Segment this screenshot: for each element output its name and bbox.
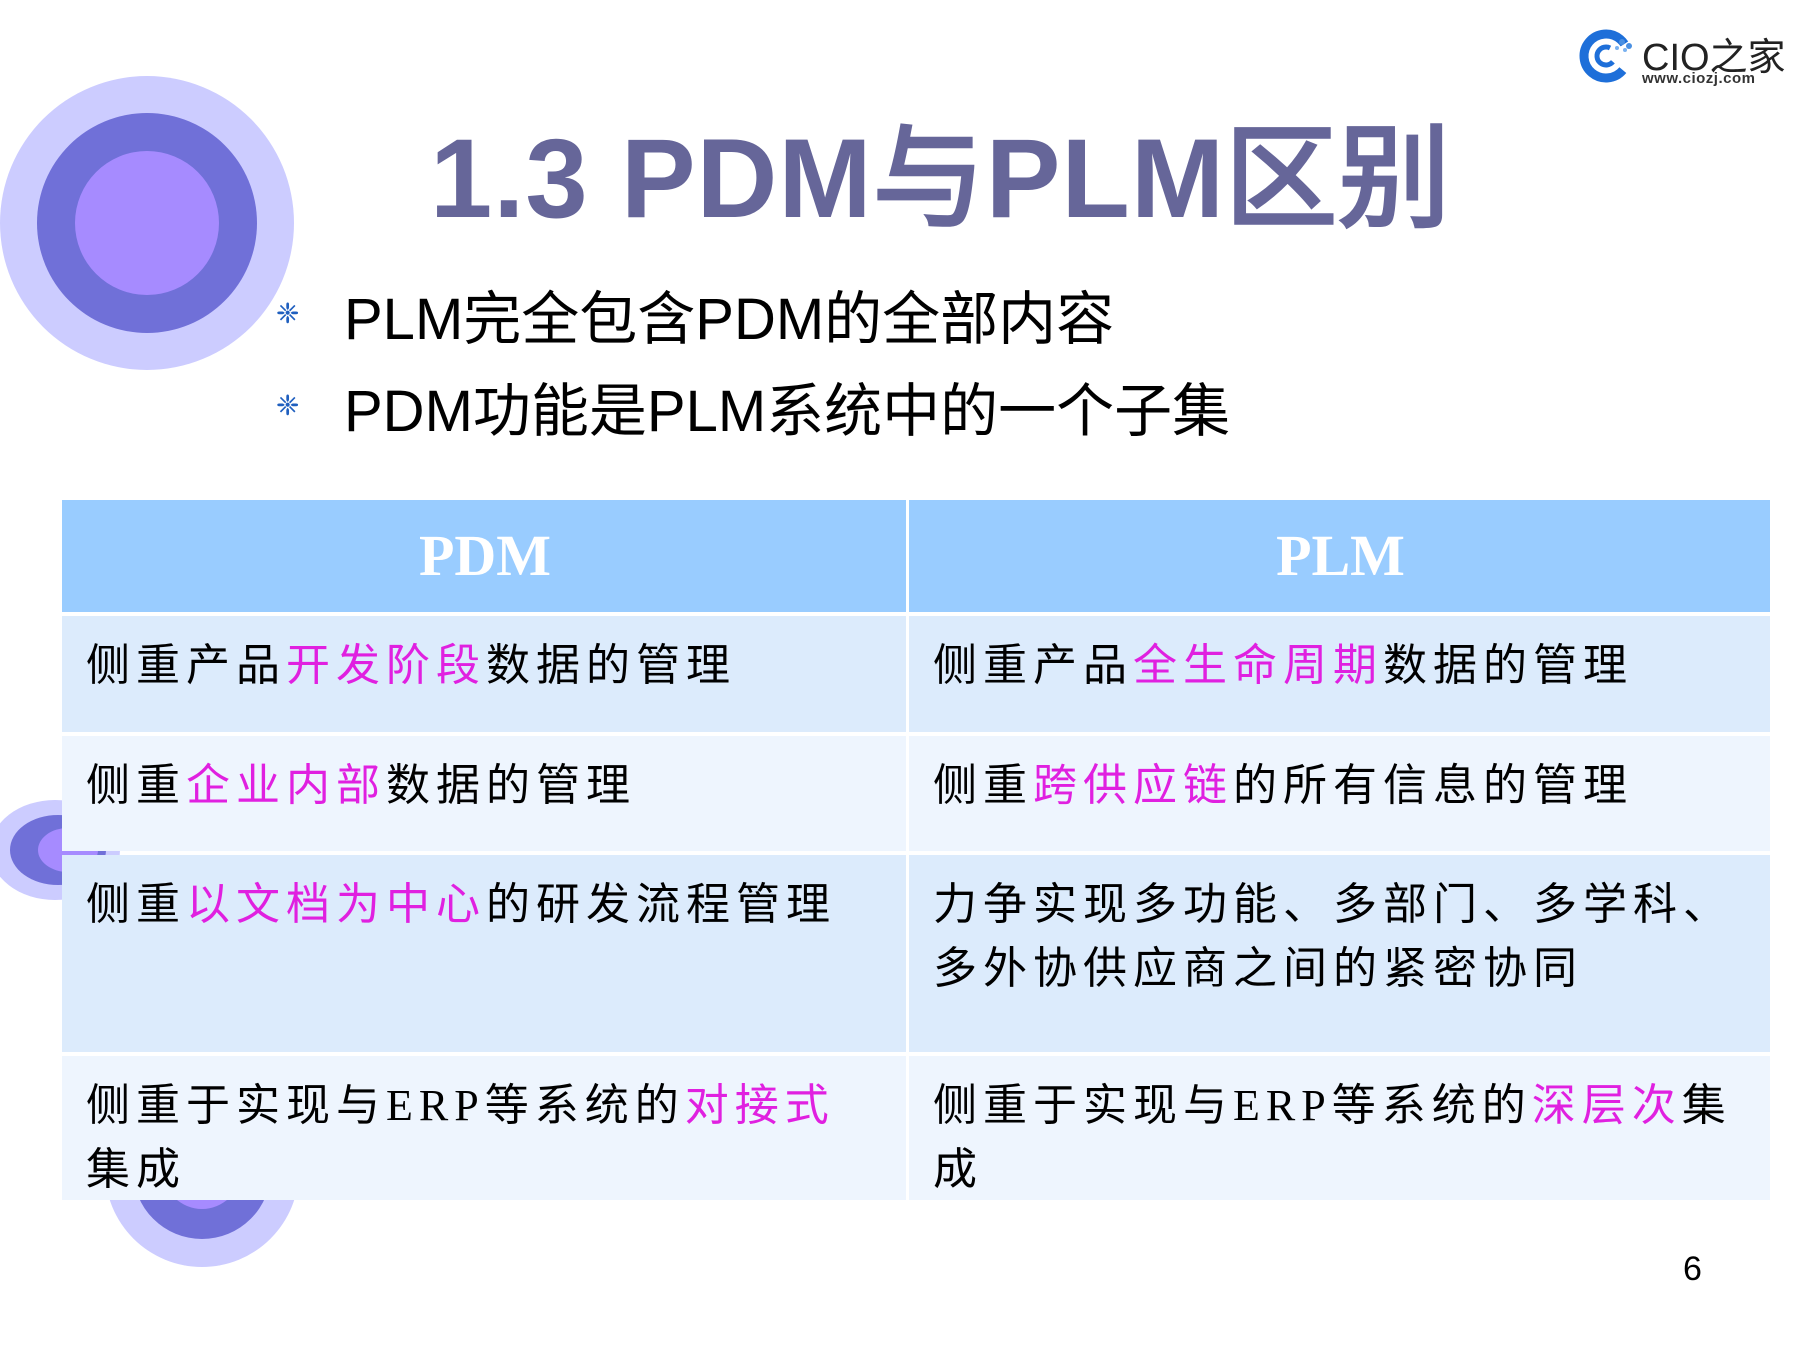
highlight-text: 全生命周期 [1133,641,1383,690]
snowflake-bullet-icon: ❈ [276,297,300,330]
logo-name: CIO之家 [1642,37,1786,79]
header-pdm: PDM [62,500,906,612]
cell-text: 侧重产品 [933,641,1133,690]
table-row: 侧重产品开发阶段数据的管理 侧重产品全生命周期数据的管理 [62,616,1770,732]
page-number: 6 [1683,1250,1702,1288]
cio-logo: CIO之家 www.ciozj.com [1578,20,1808,90]
table-row: 侧重以文档为中心的研发流程管理 力争实现多功能、多部门、多学科、多外协供应商之间… [62,855,1770,1052]
bullet-text: PLM完全包含PDM的全部内容 [344,287,1115,352]
highlight-text: 企业内部 [186,761,386,810]
pdm-cell: 侧重以文档为中心的研发流程管理 [62,855,906,1052]
cell-text: 侧重于实现与ERP等系统的 [86,1081,685,1130]
cio-c-logo-icon [1579,29,1633,83]
cell-text: 数据的管理 [486,641,736,690]
table-row: 侧重于实现与ERP等系统的对接式集成 侧重于实现与ERP等系统的深层次集成 [62,1056,1770,1200]
table-header-row: PDM PLM [62,500,1770,612]
plm-cell: 侧重跨供应链的所有信息的管理 [909,736,1770,851]
cell-text: 集成 [86,1145,186,1194]
slide-title: 1.3 PDM与PLM区别 [430,116,1452,241]
plm-cell: 侧重于实现与ERP等系统的深层次集成 [909,1056,1770,1200]
cell-text: 的所有信息的管理 [1233,761,1633,810]
cell-text: 侧重 [933,761,1033,810]
pdm-cell: 侧重企业内部数据的管理 [62,736,906,851]
highlight-text: 对接式 [684,1081,835,1130]
cell-text: 侧重 [86,761,186,810]
bullet-item: ❈ PLM完全包含PDM的全部内容 [276,268,1230,360]
cell-text: 力争实现多功能、多部门、多学科、多外协供应商之间的紧密协同 [933,880,1733,993]
table-row: 侧重企业内部数据的管理 侧重跨供应链的所有信息的管理 [62,736,1770,851]
bullet-text: PDM功能是PLM系统中的一个子集 [344,379,1231,444]
plm-cell: 侧重产品全生命周期数据的管理 [909,616,1770,732]
highlight-text: 跨供应链 [1033,761,1233,810]
cell-text: 数据的管理 [1383,641,1633,690]
comparison-table: PDM PLM 侧重产品开发阶段数据的管理 侧重产品全生命周期数据的管理 侧重企… [62,500,1770,1200]
cell-text: 的研发流程管理 [486,880,836,929]
logo-url: www.ciozj.com [1642,70,1756,87]
bullet-item: ❈ PDM功能是PLM系统中的一个子集 [276,360,1230,452]
decorative-circle-large-core [75,151,219,295]
highlight-text: 深层次 [1531,1081,1682,1130]
cell-text: 侧重于实现与ERP等系统的 [933,1081,1532,1130]
pdm-cell: 侧重于实现与ERP等系统的对接式集成 [62,1056,906,1200]
cell-text: 数据的管理 [386,761,636,810]
header-plm: PLM [909,500,1770,612]
highlight-text: 开发阶段 [286,641,486,690]
cell-text: 侧重 [86,880,186,929]
cell-text: 侧重产品 [86,641,286,690]
bullet-list: ❈ PLM完全包含PDM的全部内容 ❈ PDM功能是PLM系统中的一个子集 [276,268,1230,452]
highlight-text: 以文档为中心 [186,880,486,929]
pdm-cell: 侧重产品开发阶段数据的管理 [62,616,906,732]
cell-text: 集成 [933,1081,1732,1194]
snowflake-bullet-icon: ❈ [276,389,300,422]
plm-cell: 力争实现多功能、多部门、多学科、多外协供应商之间的紧密协同 [909,855,1770,1052]
